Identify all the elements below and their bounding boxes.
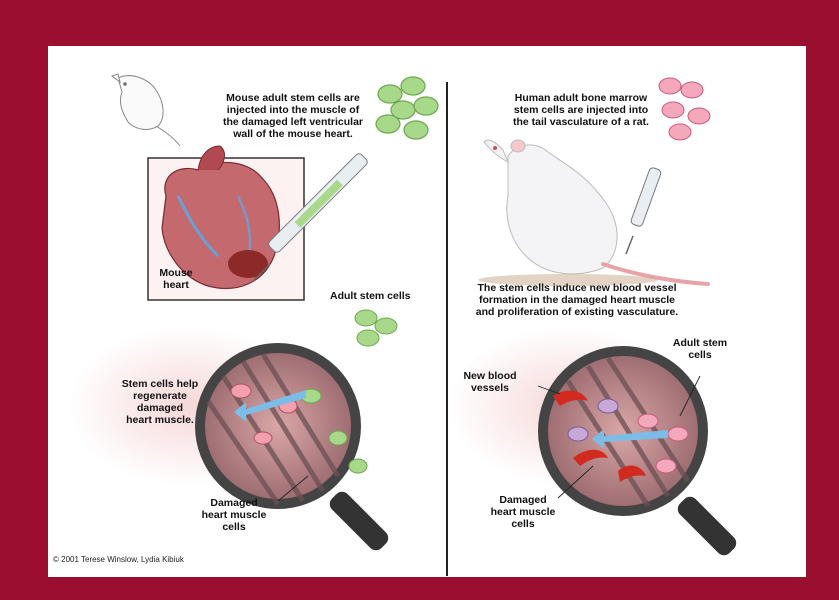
stem-cells-pink-top: [659, 78, 710, 140]
illustration-panel: Mouse adult stem cells are injected into…: [48, 46, 806, 577]
regenerate-label: Stem cells help regenerate damaged heart…: [110, 378, 210, 426]
right-caption-mid: The stem cells induce new blood vessel f…: [472, 282, 682, 318]
left-caption-top: Mouse adult stem cells are injected into…: [198, 92, 388, 140]
stem-cells-green-mid: [355, 310, 397, 346]
copyright-notice: © 2001 Terese Winslow, Lydia Kibiuk: [53, 555, 184, 564]
rat-drawing: [478, 140, 708, 286]
right-damaged-cells-label: Damaged heart muscle cells: [480, 494, 566, 530]
mouse-sketch: [112, 74, 180, 146]
illustration-drawing: [48, 46, 806, 577]
magnifier-right: [543, 351, 740, 559]
right-adult-stem-cells-label: Adult stem cells: [662, 337, 738, 361]
right-caption-top: Human adult bone marrow stem cells are i…: [501, 92, 661, 128]
syringe-right: [626, 167, 662, 254]
left-damaged-cells-label: Damaged heart muscle cells: [191, 497, 277, 533]
panel-divider: [446, 82, 448, 576]
new-blood-vessels-label: New blood vessels: [450, 370, 530, 394]
left-adult-stem-cells-label: Adult stem cells: [330, 290, 440, 302]
mouse-heart-label: Mouse heart: [151, 267, 201, 291]
